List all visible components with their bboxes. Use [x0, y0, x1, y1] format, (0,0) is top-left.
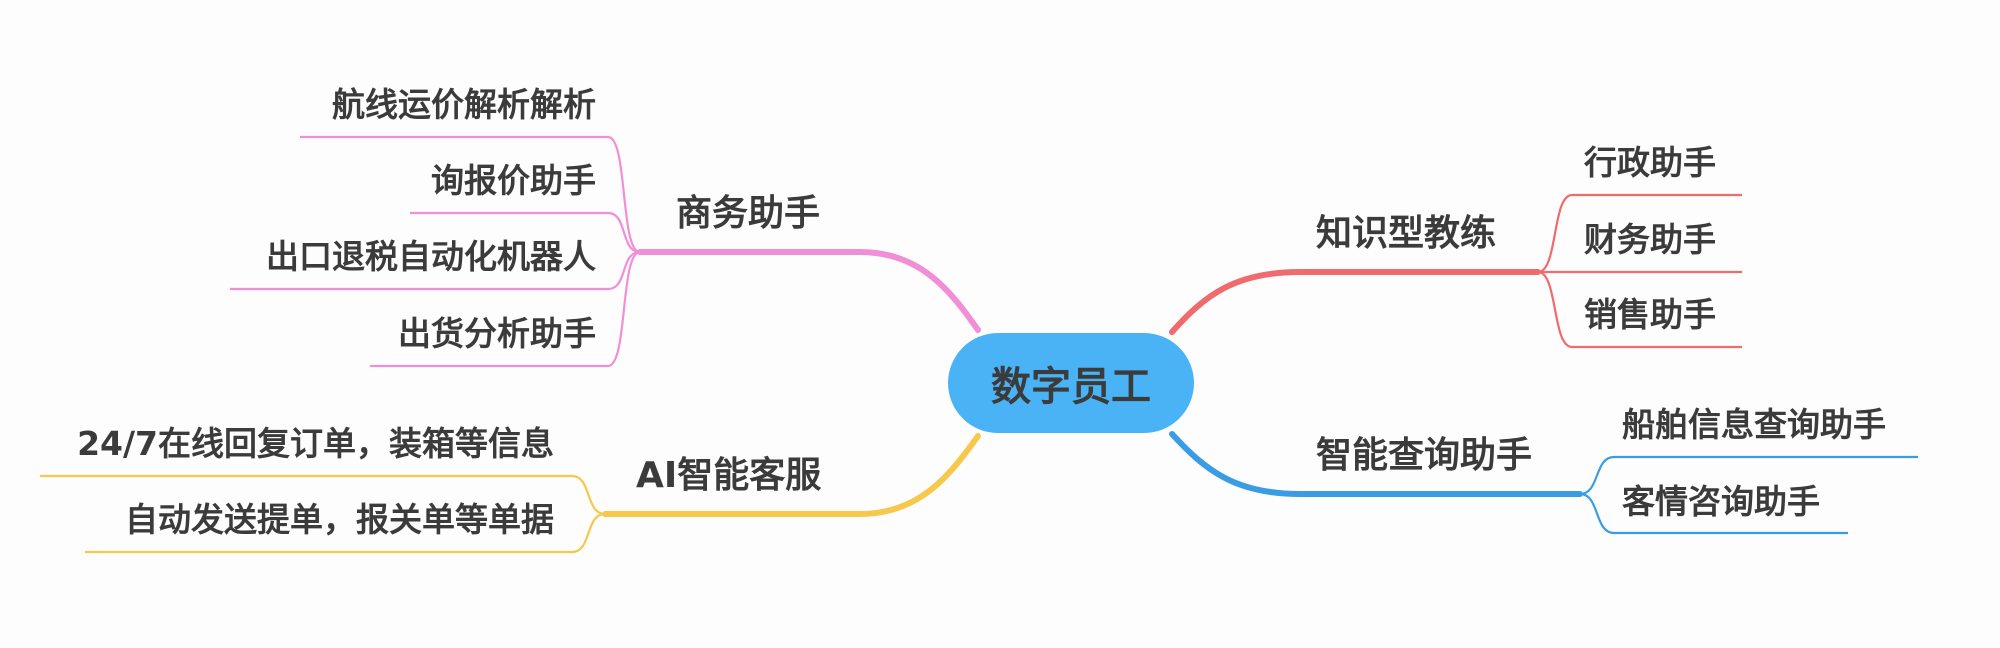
connector-biz [637, 249, 981, 333]
connector-ai [602, 433, 981, 517]
topic-customer-inquiry[interactable]: 客情咨询助手 [1622, 482, 1820, 521]
connector-ai-1 [40, 474, 606, 516]
connector-query-1 [1579, 455, 1918, 496]
branch-label-biz[interactable]: 商务助手 [676, 193, 821, 234]
main-branch-connectors [602, 249, 1583, 517]
central-topic[interactable]: 数字员工 [948, 333, 1194, 433]
topic-export-tax-rebate-bot[interactable]: 出口退税自动化机器人 [266, 237, 596, 276]
topic-auto-send-documents[interactable]: 自动发送提单，报关单等单据 [125, 500, 554, 539]
sub-branch-connectors [40, 135, 1918, 554]
topic-quotation-assistant[interactable]: 询报价助手 [431, 161, 596, 200]
topic-vessel-info-query[interactable]: 船舶信息查询助手 [1622, 405, 1886, 444]
connector-know-3 [1537, 270, 1742, 349]
central-topic-label: 数字员工 [991, 364, 1151, 410]
topic-online-order-reply[interactable]: 24/7在线回复订单，装箱等信息 [77, 424, 554, 463]
connector-ai-2 [85, 512, 606, 554]
connector-biz-2 [410, 211, 641, 254]
connector-know-1 [1537, 193, 1742, 274]
connector-biz-1 [300, 135, 641, 254]
topic-sales-assistant[interactable]: 销售助手 [1584, 295, 1716, 334]
topic-route-freight-parsing[interactable]: 航线运价解析解析 [332, 85, 596, 124]
connector-query-2 [1579, 492, 1848, 535]
branch-label-ai[interactable]: AI智能客服 [636, 455, 822, 496]
branch-label-knowledge[interactable]: 知识型教练 [1316, 213, 1497, 254]
topic-shipment-analysis[interactable]: 出货分析助手 [398, 314, 596, 353]
topic-admin-assistant[interactable]: 行政助手 [1584, 143, 1716, 182]
connector-know [1169, 269, 1541, 335]
connector-biz-4 [370, 250, 641, 368]
connector-biz-3 [230, 250, 641, 291]
branch-label-query[interactable]: 智能查询助手 [1316, 435, 1533, 476]
connector-query [1169, 431, 1583, 497]
topic-finance-assistant[interactable]: 财务助手 [1584, 220, 1716, 259]
